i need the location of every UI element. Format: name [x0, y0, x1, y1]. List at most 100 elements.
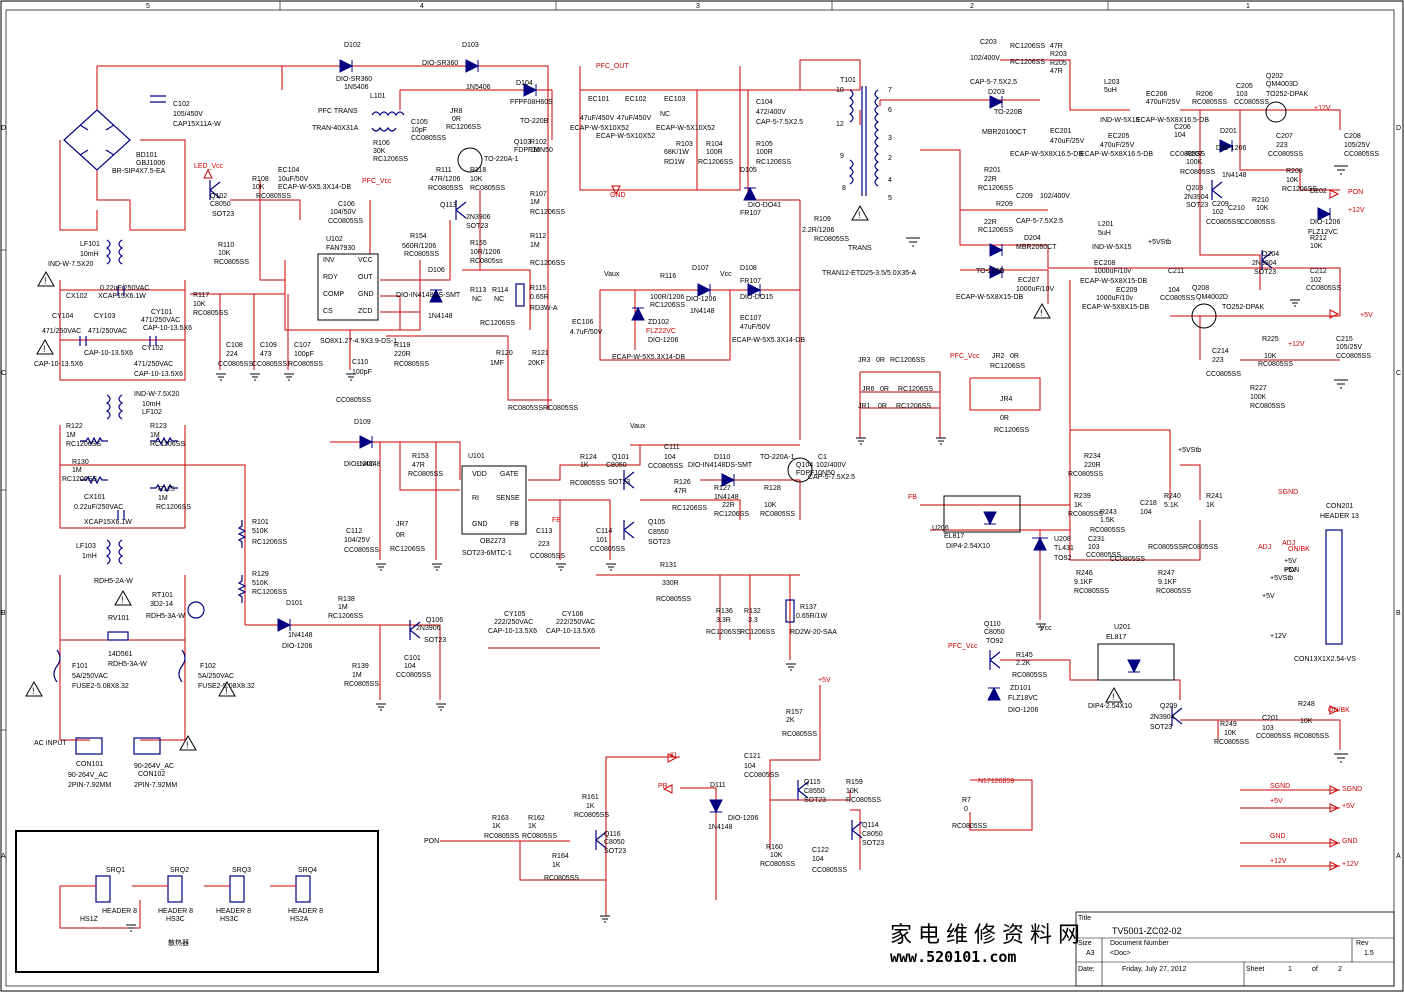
component-label: R113 [470, 287, 486, 294]
component-label: 10K [764, 502, 777, 509]
component-label: CAP15X11A-W [173, 121, 221, 128]
component-label: RC0805SS [394, 361, 429, 368]
component-label: RD1W [664, 159, 685, 166]
component-label: CC0805SS [344, 547, 379, 554]
component-label: 1N4148 [708, 824, 733, 831]
component-label: 0 [964, 806, 968, 813]
transformer-pin-number: 10 [836, 87, 844, 94]
component-label: R225 [1262, 336, 1279, 343]
con201-header [1325, 529, 1343, 645]
component-label: C107 [294, 342, 311, 349]
component-label: ECAP-W-5X5.3X14-DB [278, 184, 351, 191]
component-label: 2N3904 [1252, 260, 1277, 267]
component-label: CON102 [138, 771, 165, 778]
component-label: C101 [404, 655, 421, 662]
component-label: RC0805SS [574, 812, 609, 819]
component-label: R103 [676, 141, 693, 148]
component-label: QM4002D [1196, 294, 1228, 301]
component-label: JR4 [1000, 396, 1013, 403]
srq3 [229, 875, 245, 903]
component-label: C108 [226, 342, 243, 349]
component-label: R119 [394, 342, 410, 349]
component-label: SOT23 [1186, 202, 1208, 209]
component-label: 560R/1206 [402, 243, 436, 250]
component-label: C105 [411, 119, 428, 126]
component-label: R159 [846, 779, 863, 786]
component-label: GND [358, 291, 374, 298]
component-label: RC1206SS [530, 209, 565, 216]
component-label: 1K [586, 803, 595, 810]
rev-label: Rev [1356, 940, 1369, 947]
component-label: 22R [984, 176, 997, 183]
component-label: 5A/250VAC [72, 673, 108, 680]
component-label: 2PIN-7.92MM [134, 782, 177, 789]
component-label: DIO-1206 [728, 815, 758, 822]
component-label: 47R/1206 [430, 176, 460, 183]
component-label: CC0805SS [1234, 99, 1269, 106]
component-label: D108 [740, 265, 757, 272]
component-label: RC0805ss [470, 258, 503, 265]
sheet-label: Sheet [1246, 966, 1264, 973]
component-label: RC1206SS [994, 427, 1029, 434]
component-label: RV101 [108, 615, 129, 622]
component-label: EC207 [1018, 277, 1040, 284]
component-label: SRQ2 [170, 867, 189, 874]
component-label: 90-264V_AC [68, 772, 108, 779]
component-label: PON [1284, 567, 1299, 574]
component-label: ECAP-W-5X10X52 [570, 125, 629, 132]
component-label: RC0805SS [1068, 511, 1103, 518]
component-label: 102/400V [816, 462, 846, 469]
component-label: 47R [674, 488, 687, 495]
component-label: 223 [538, 541, 550, 548]
component-label: 10K [1286, 177, 1299, 184]
component-label: RC0805SS [1258, 361, 1293, 368]
component-label: DIO-SR360 [336, 76, 372, 83]
component-label: RC0805SS [344, 681, 379, 688]
component-label: ON/BK [1288, 546, 1310, 553]
component-label: C1 [818, 454, 827, 461]
component-label: R122 [66, 423, 83, 430]
component-label: 472/400V [756, 109, 786, 116]
component-label: DIO-DO15 [740, 294, 773, 301]
component-label: RC0805SS [484, 833, 519, 840]
component-labels: D102DIO-SR3601N5406D103DIO-SR3601N5406PF… [34, 39, 1379, 947]
component-label: R157 [786, 709, 803, 716]
border-col-3: 3 [696, 3, 700, 10]
component-label: R110 [218, 242, 234, 249]
component-label: TO-220A-1 [484, 156, 519, 163]
component-label: D103 [462, 42, 479, 49]
component-label: 10pF [411, 127, 427, 134]
component-label: IND-W-5X15 [1100, 117, 1140, 124]
component-label: 510K [252, 580, 269, 587]
component-label: JR2 [992, 353, 1005, 360]
component-label: TO-220B [994, 109, 1023, 116]
component-label: 10mH [142, 401, 161, 408]
component-label: ECAP-W-5X8X15-DB [956, 294, 1024, 301]
component-label: RC1206SS [373, 156, 408, 163]
component-label: Q110 [984, 621, 1001, 628]
component-label: 104 [1168, 287, 1180, 294]
component-label: C102 [173, 101, 190, 108]
component-label: CC0805SS [252, 361, 287, 368]
component-label: CY105 [504, 611, 526, 618]
component-label: RC1206SS [714, 511, 749, 518]
component-label: RC0805SS [952, 823, 987, 830]
component-label: CY106 [562, 611, 584, 618]
component-label: EC107 [740, 315, 762, 322]
component-label: C205 [1236, 83, 1253, 90]
component-label: U201 [1114, 624, 1131, 631]
component-label: D107 [692, 265, 709, 272]
component-label: SOT23 [1150, 724, 1172, 731]
component-label: 102 [1310, 277, 1322, 284]
component-label: 102/400V [970, 55, 1000, 62]
component-label: R243 [1100, 509, 1117, 516]
component-label: CC0805SS [648, 463, 683, 470]
component-label: 470uF/25V [1100, 142, 1135, 149]
component-label: VCC [358, 257, 373, 264]
component-label: HEADER 8 [158, 908, 193, 915]
component-label: 47uF/450V [617, 115, 652, 122]
component-label: 1M [72, 467, 82, 474]
component-label: 2.2K [1016, 660, 1031, 667]
component-label: EL817 [944, 533, 964, 540]
component-label: 1K [580, 462, 589, 469]
